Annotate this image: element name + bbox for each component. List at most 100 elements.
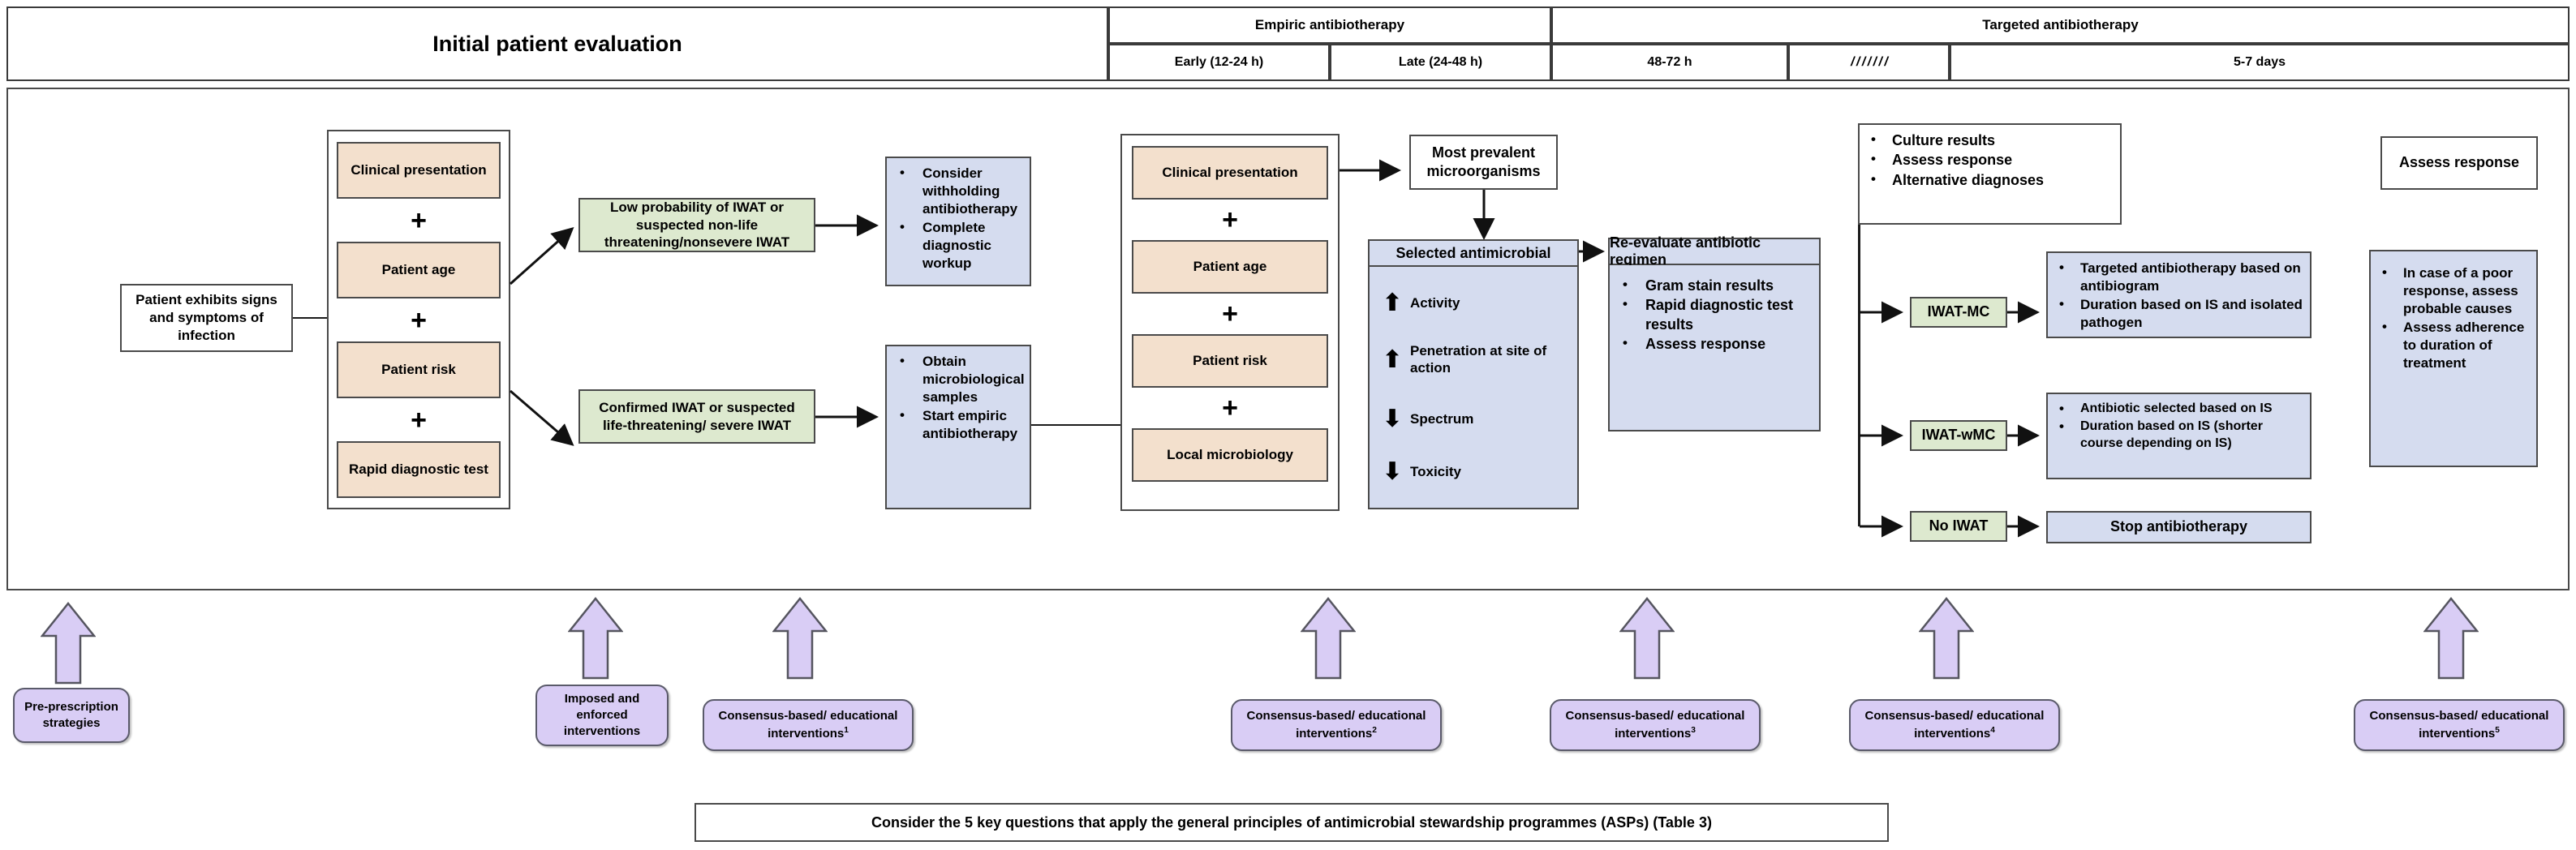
culture-bullet: Assess response — [1868, 150, 2114, 170]
header-group-empiric: Empiric antibiotherapy — [1108, 6, 1551, 44]
criterion-row: ⬆ Activity — [1374, 278, 1572, 328]
outcome-tag-iwat-mc: IWAT-MC — [1910, 297, 2007, 328]
stack1-item-patient-age: Patient age — [337, 242, 501, 298]
connector-start-to-stack1 — [293, 317, 327, 319]
intervention-pill-consensus-3[interactable]: Consensus-based/ educational interventio… — [1550, 699, 1761, 751]
header-group-targeted: Targeted antibiotherapy — [1551, 6, 2570, 44]
stack2-plus-3: + — [1222, 393, 1238, 423]
header-phase-early: Early (12-24 h) — [1108, 44, 1330, 81]
criterion-label: Spectrum — [1410, 410, 1474, 427]
arrow-spine-to-iwat-wmc — [1860, 424, 1903, 447]
header-phase-5-7-days: 5-7 days — [1950, 44, 2570, 81]
action-withhold-antibiotherapy: Consider withholding antibiotherapy Comp… — [885, 157, 1031, 286]
outcome-detail-no-iwat: Stop antibiotherapy — [2046, 511, 2312, 543]
connector-action2-to-stack2 — [1031, 424, 1120, 426]
poor-response-bullet: In case of a poor response, assess proba… — [2379, 264, 2530, 318]
arrow-spine-to-iwat-mc — [1860, 301, 1903, 324]
up-arrow-icon — [41, 602, 96, 685]
stack1-item-patient-risk: Patient risk — [337, 341, 501, 398]
stack2-item-local-microbiology: Local microbiology — [1132, 428, 1328, 482]
up-arrow-icon — [1301, 597, 1356, 680]
start-box: Patient exhibits signs and symptoms of i… — [120, 284, 293, 352]
stack1-item-rapid-diagnostic-test: Rapid diagnostic test — [337, 441, 501, 498]
outcome-bullet: Duration based on IS (shorter course dep… — [2056, 418, 2303, 453]
stack1-item-clinical-presentation: Clinical presentation — [337, 142, 501, 199]
intervention-pill-imposed-enforced[interactable]: Imposed and enforced interventions — [535, 685, 669, 746]
criterion-label: Toxicity — [1410, 463, 1461, 479]
pill-superscript: 1 — [844, 725, 849, 735]
outcome-tag-iwat-wmc: IWAT-wMC — [1910, 420, 2007, 451]
arrow-down-icon: ⬇ — [1382, 405, 1403, 433]
intervention-pill-consensus-4[interactable]: Consensus-based/ educational interventio… — [1849, 699, 2060, 751]
arrow-iwat-mc-to-detail — [2007, 301, 2040, 324]
up-arrow-icon — [2423, 597, 2479, 680]
pill-superscript: 2 — [1372, 725, 1377, 735]
reevaluate-bullet: Assess response — [1618, 334, 1813, 354]
stack2-plus-1: + — [1222, 204, 1238, 235]
arrow-stack2-to-microorganisms — [1340, 159, 1401, 182]
decision-low-probability-iwat: Low probability of IWAT or suspected non… — [578, 198, 815, 252]
pill-label: Consensus-based/ educational interventio… — [718, 709, 898, 741]
outcome-detail-iwat-mc: Targeted antibiotherapy based on antibio… — [2046, 251, 2312, 338]
pill-superscript: 3 — [1691, 725, 1696, 735]
pill-label: Consensus-based/ educational interventio… — [1565, 709, 1745, 741]
assess-response-box: Assess response — [2380, 136, 2538, 190]
pill-label: Imposed and enforced interventions — [563, 691, 641, 739]
branch-spine — [1858, 225, 1860, 526]
decision-confirmed-iwat: Confirmed IWAT or suspected life-threate… — [578, 389, 815, 444]
arrow-selected-to-reevaluate — [1579, 240, 1605, 263]
up-arrow-icon — [568, 597, 623, 680]
intervention-pill-consensus-1[interactable]: Consensus-based/ educational interventio… — [703, 699, 914, 751]
arrow-no-iwat-to-detail — [2007, 515, 2040, 538]
stack1-plus-3: + — [411, 405, 427, 436]
branch-arrows-stack1 — [510, 227, 574, 446]
selected-antimicrobial-title: Selected antimicrobial — [1368, 239, 1579, 267]
arrow-microorganisms-to-selected — [1473, 190, 1495, 240]
pill-superscript: 5 — [2495, 725, 2500, 735]
intervention-pill-consensus-2[interactable]: Consensus-based/ educational interventio… — [1231, 699, 1442, 751]
criterion-row: ⬇ Toxicity — [1374, 447, 1572, 497]
up-arrow-icon — [1619, 597, 1675, 680]
pill-label: Consensus-based/ educational interventio… — [1864, 709, 2045, 741]
arrow-iwat-wmc-to-detail — [2007, 424, 2040, 447]
footer-key-questions-bar: Consider the 5 key questions that apply … — [695, 803, 1889, 842]
reevaluate-body: Gram stain results Rapid diagnostic test… — [1608, 265, 1821, 431]
up-arrow-icon — [772, 597, 828, 680]
poor-response-box: In case of a poor response, assess proba… — [2369, 250, 2538, 467]
pill-label: Consensus-based/ educational interventio… — [1246, 709, 1426, 741]
action-obtain-samples-start-empiric: Obtain microbiological samples Start emp… — [885, 345, 1031, 509]
stack1-plus-1: + — [411, 205, 427, 236]
action-bullet: Consider withholding antibiotherapy — [895, 164, 1023, 218]
culture-bullet: Culture results — [1868, 131, 2114, 150]
criterion-label: Activity — [1410, 294, 1460, 311]
header-phase-hatched: / / / / / / / — [1788, 44, 1950, 81]
arrow-decision2-to-action2 — [815, 406, 879, 428]
criterion-row: ⬇ Spectrum — [1374, 392, 1572, 447]
outcome-bullet: Targeted antibiotherapy based on antibio… — [2056, 259, 2303, 295]
culture-bullet: Alternative diagnoses — [1868, 170, 2114, 190]
outcome-bullet: Duration based on IS and isolated pathog… — [2056, 295, 2303, 332]
up-arrow-icon — [1919, 597, 1974, 680]
arrow-up-icon: ⬆ — [1382, 289, 1403, 317]
pill-label: Pre-prescription strategies — [24, 699, 118, 730]
stack2-plus-2: + — [1222, 298, 1238, 329]
stack1-plus-2: + — [411, 305, 427, 336]
outcome-tag-no-iwat: No IWAT — [1910, 511, 2007, 542]
intervention-pill-pre-prescription[interactable]: Pre-prescription strategies — [13, 688, 130, 743]
culture-results-panel: Culture results Assess response Alternat… — [1858, 123, 2122, 225]
arrow-down-icon: ⬇ — [1382, 457, 1403, 486]
poor-response-bullet: Assess adherence to duration of treatmen… — [2379, 318, 2530, 372]
header-phase-late: Late (24-48 h) — [1330, 44, 1551, 81]
pill-label: Consensus-based/ educational interventio… — [2369, 709, 2549, 741]
action-bullet: Start empiric antibiotherapy — [895, 406, 1023, 443]
arrow-spine-to-no-iwat — [1860, 515, 1903, 538]
selected-antimicrobial-body: ⬆ Activity ⬆ Penetration at site of acti… — [1368, 267, 1579, 509]
arrow-up-icon: ⬆ — [1382, 346, 1403, 374]
most-prevalent-microorganisms-box: Most prevalent microorganisms — [1409, 135, 1558, 190]
action-bullet: Complete diagnostic workup — [895, 218, 1023, 273]
pill-superscript: 4 — [1990, 725, 1995, 735]
stack2-item-patient-age: Patient age — [1132, 240, 1328, 294]
reevaluate-bullet: Gram stain results — [1618, 276, 1813, 295]
intervention-pill-consensus-5[interactable]: Consensus-based/ educational interventio… — [2354, 699, 2565, 751]
